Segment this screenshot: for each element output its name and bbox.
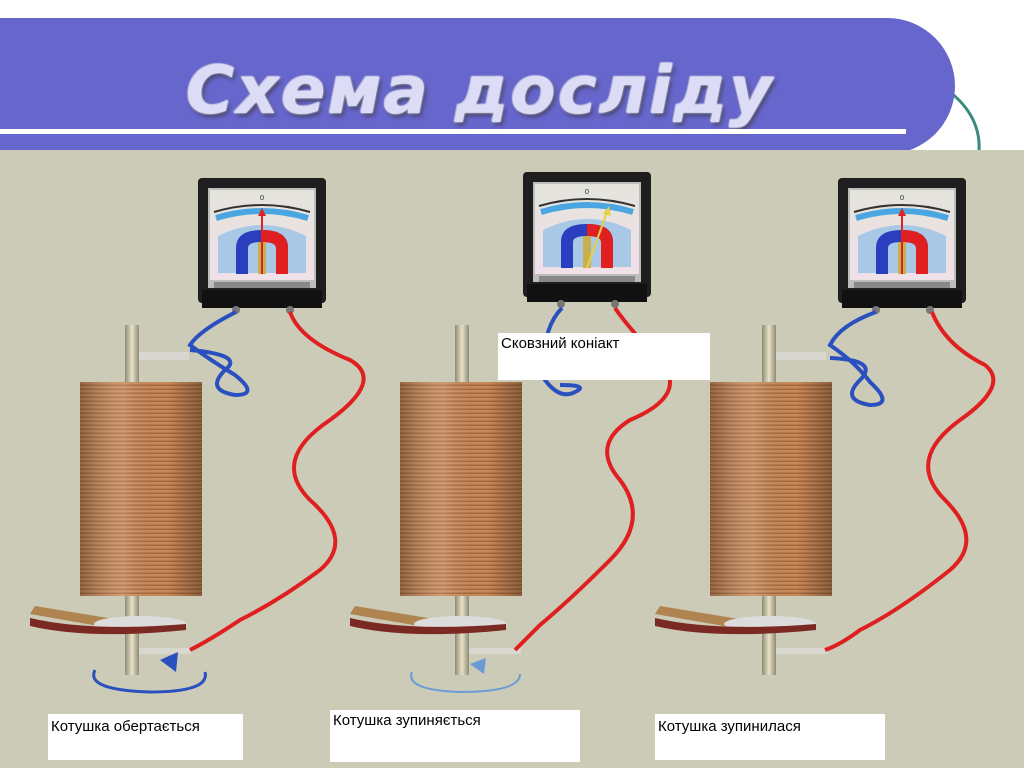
red-wire-3 xyxy=(824,311,996,652)
pointer-lever-3 xyxy=(655,606,745,628)
rotation-arrow-1 xyxy=(92,669,207,694)
red-wire-1 xyxy=(189,311,366,652)
setup-2 xyxy=(350,172,672,694)
blue-wire-3 xyxy=(827,310,885,408)
title-underline xyxy=(0,129,906,134)
rotation-arrow-2 xyxy=(410,671,521,694)
coil-3 xyxy=(710,382,832,596)
coil-1 xyxy=(80,382,202,596)
galvanometer-2 xyxy=(523,172,651,308)
label-coil-stopped: Котушка зупинилася xyxy=(655,714,885,760)
contact-arm-1 xyxy=(139,352,189,360)
setup-1 xyxy=(30,178,366,694)
label-coil-stopping: Котушка зупиняється xyxy=(330,710,580,762)
setup-3 xyxy=(655,178,996,675)
contact-label: Сковзний коніакт xyxy=(498,333,710,380)
blue-wire-1 xyxy=(187,310,250,398)
needle-2 xyxy=(586,211,608,269)
contact-arm-3 xyxy=(776,352,826,360)
label-coil-rotating: Котушка обертається xyxy=(48,714,243,760)
coil-2 xyxy=(400,382,522,596)
slide-title: Схема досліду xyxy=(185,52,775,129)
